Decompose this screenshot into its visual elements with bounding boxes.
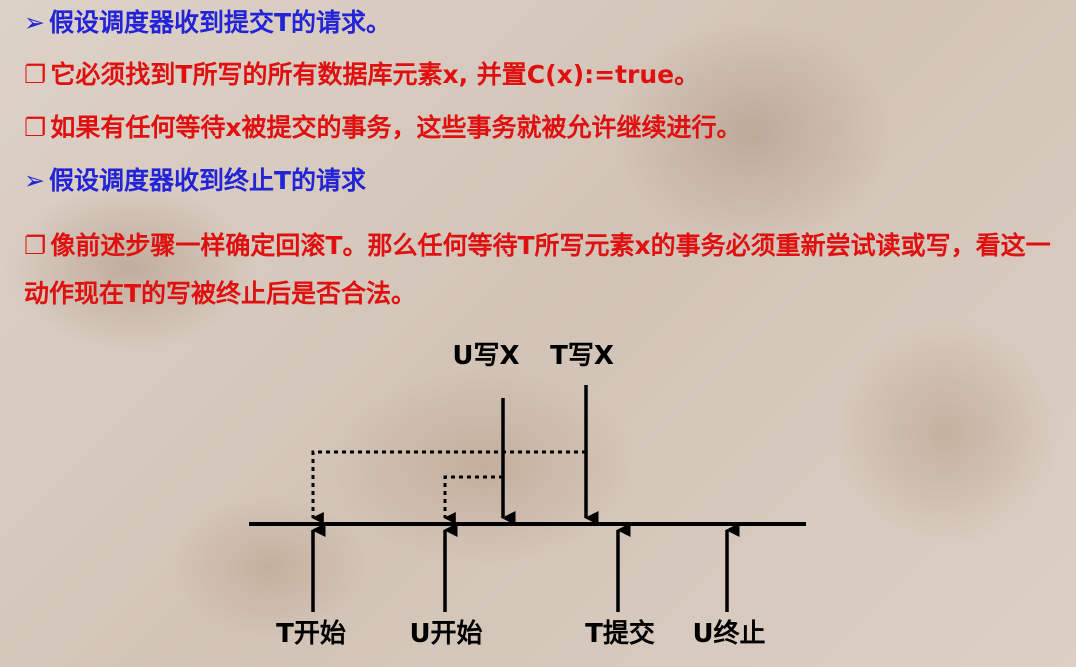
bullet-text-1: 假设调度器收到提交T的请求。 [48,8,392,37]
bullet-text-2: 它必须找到T所写的所有数据库元素x, 并置C(x):=true。 [50,60,700,89]
square-bullet-icon: ❐ [24,60,47,89]
bullet-line-3: ❐如果有任何等待x被提交的事务，这些事务就被允许继续进行。 [24,113,742,143]
bullet-line-4: ➢假设调度器收到终止T的请求 [24,166,366,196]
square-bullet-icon: ❐ [24,113,47,142]
t-write-dependency-dotted [311,450,586,524]
arrow-bullet-icon: ➢ [24,8,45,37]
square-bullet-icon: ❐ [24,231,47,260]
label-u-abort: U终止 [692,618,765,649]
bullet-text-3: 如果有任何等待x被提交的事务，这些事务就被允许继续进行。 [50,113,742,142]
label-t-start: T开始 [276,619,346,649]
bullet-text-5: 像前述步骤一样确定回滚T。那么任何等待T所写元素x的事务必须重新尝试读或写，看这… [24,231,1051,308]
bullet-line-2: ❐它必须找到T所写的所有数据库元素x, 并置C(x):=true。 [24,60,699,90]
bullet-text-4: 假设调度器收到终止T的请求 [48,166,367,195]
u-write-dependency-dotted [443,475,503,524]
label-u-write: U写X [452,341,519,371]
label-t-commit: T提交 [585,618,655,649]
label-u-start: U开始 [409,619,482,649]
arrow-bullet-icon: ➢ [24,166,45,195]
bullet-line-1: ➢假设调度器收到提交T的请求。 [24,8,391,38]
label-t-write: T写X [550,341,614,371]
bullet-line-5: ❐像前述步骤一样确定回滚T。那么任何等待T所写元素x的事务必须重新尝试读或写，看… [24,222,1054,318]
